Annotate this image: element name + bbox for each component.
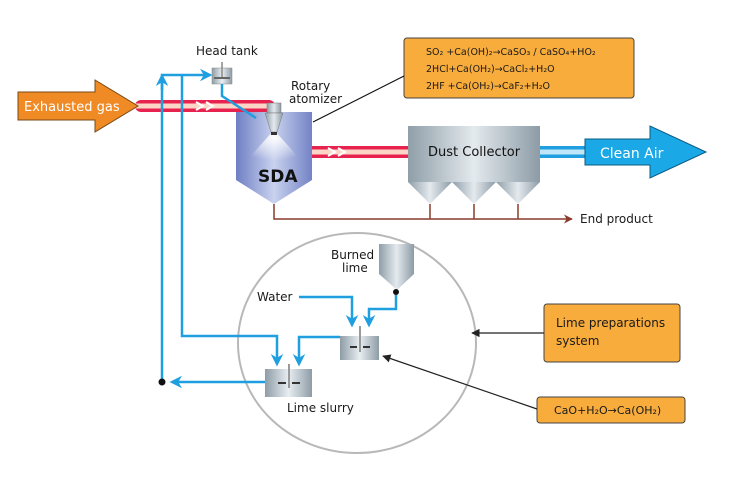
slaking-reaction-note: CaO+H₂O→Ca(OH₂) — [536, 396, 686, 424]
end-product-line — [273, 204, 573, 224]
lime-feed-pipe — [362, 295, 398, 328]
lime-system-label-2: system — [556, 334, 599, 348]
reaction-hcl: 2HCl+Ca(OH₂)→CaCl₂+H₂O — [426, 64, 555, 75]
gas-pipe-inlet — [135, 100, 275, 112]
head-tank-label: Head tank — [196, 44, 258, 58]
slaking-to-slurry-pipe — [292, 335, 340, 367]
dust-collector-label: Dust Collector — [428, 145, 521, 160]
gas-pipe-sda-to-collector — [312, 146, 408, 158]
dust-collector: Dust Collector — [408, 126, 540, 204]
head-tank-to-atomizer-pipe — [220, 84, 257, 120]
lime-slurry-label: Lime slurry — [287, 401, 354, 415]
rotary-atomizer — [264, 102, 284, 135]
water-label: Water — [257, 290, 293, 304]
reaction-hf: 2HF +Ca(OH₂)→CaF₂+H₂O — [426, 81, 550, 92]
slaking-reaction: CaO+H₂O→Ca(OH₂) — [554, 404, 661, 417]
clean-air-pipe — [540, 146, 586, 158]
lime-system-label-1: Lime preparations — [556, 316, 665, 330]
burned-lime-label-2: lime — [342, 261, 368, 275]
slurry-feed-pipe — [180, 75, 284, 367]
burned-lime-hopper — [379, 244, 414, 295]
reactions-note: SO₂ +Ca(OH)₂→CaSO₃ / CaSO₄+HO₂ 2HCl+Ca(O… — [403, 37, 635, 99]
reaction-so2: SO₂ +Ca(OH)₂→CaSO₃ / CaSO₄+HO₂ — [426, 47, 596, 58]
rotary-atomizer-label-1: Rotary — [291, 79, 330, 93]
exhausted-gas-arrow: Exhausted gas — [17, 79, 139, 133]
burned-lime-label-1: Burned — [331, 248, 374, 262]
sda-label: SDA — [258, 167, 298, 187]
lime-system-note: Lime preparations system — [543, 303, 681, 363]
end-product-label: End product — [580, 212, 653, 226]
sda-vessel: SDA — [236, 112, 312, 204]
lime-system-circle — [237, 232, 477, 454]
clean-air-label: Clean Air — [600, 146, 664, 162]
lime-slurry-tank — [265, 364, 312, 397]
clean-air-arrow: Clean Air — [584, 125, 708, 179]
head-tank — [211, 62, 233, 85]
slaking-reaction-leader — [382, 354, 538, 410]
rotary-atomizer-label-2: atomizer — [289, 92, 342, 106]
reactions-leader — [312, 75, 405, 123]
junction-dot — [158, 378, 166, 386]
exhausted-gas-label: Exhausted gas — [24, 100, 120, 115]
slaking-tank — [340, 326, 379, 360]
water-pipe — [299, 295, 359, 328]
